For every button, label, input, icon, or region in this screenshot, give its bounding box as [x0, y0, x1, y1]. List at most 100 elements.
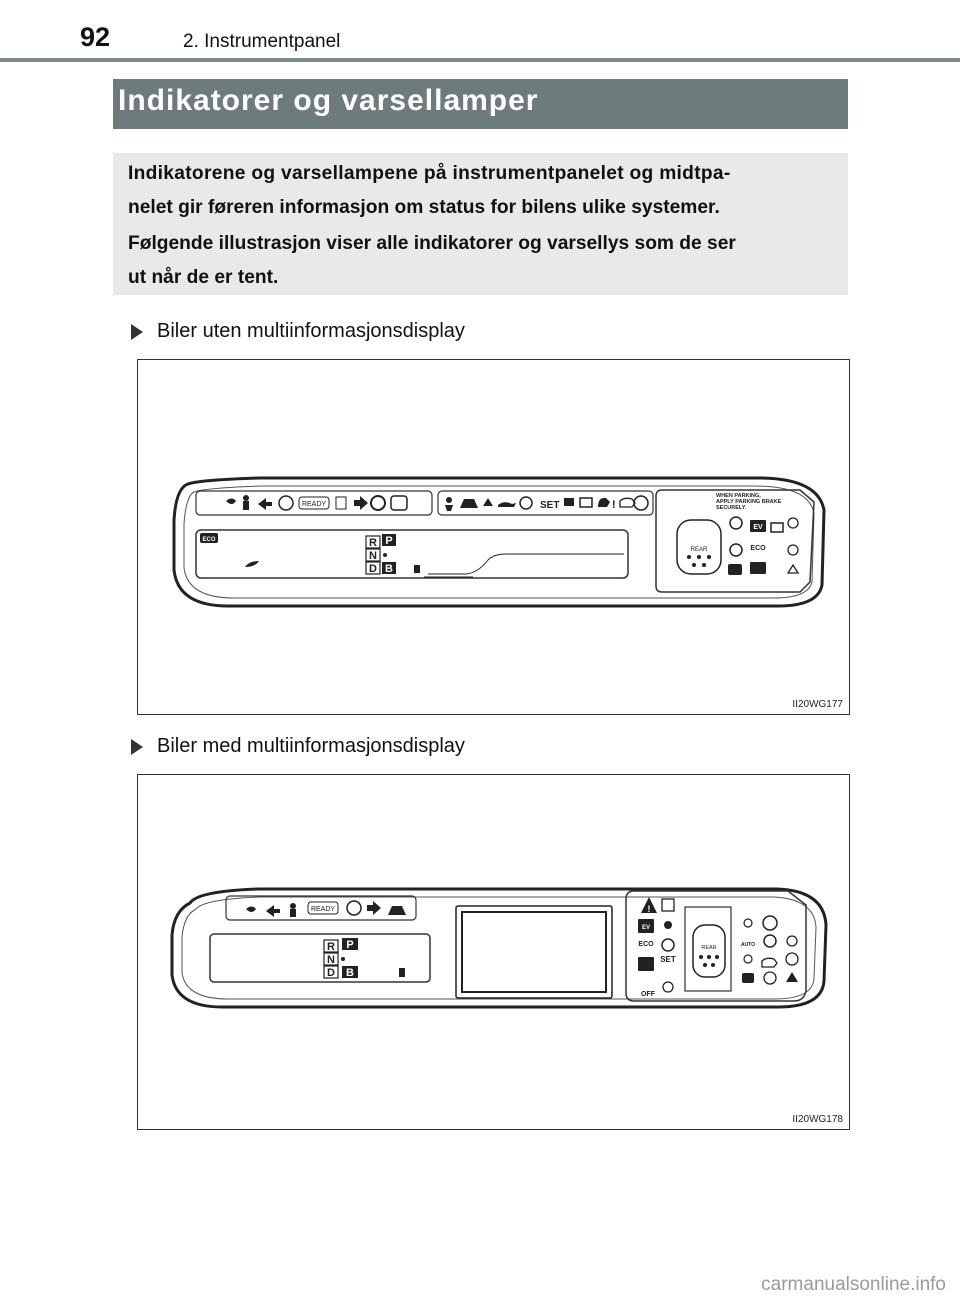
cruise-set-label: SET [660, 955, 676, 964]
auto-label: AUTO [741, 942, 755, 948]
gear-n-label: N [369, 550, 377, 562]
dash-inner-outline [183, 485, 815, 599]
top-indicator-icons: READY [246, 900, 406, 917]
svg-text:ECO: ECO [638, 941, 654, 948]
rear-seat-outline [692, 924, 726, 978]
rear-seat-outline [676, 519, 722, 575]
top-icon-strip [225, 895, 417, 921]
svg-text:!: ! [648, 904, 651, 914]
airbag-icon [446, 497, 452, 503]
bullet-triangle-icon [131, 323, 143, 340]
parking-warning-text: WHEN PARKING, [716, 493, 761, 499]
seatbelt-icon [243, 495, 249, 501]
oil-pressure-icon [498, 502, 516, 507]
gear-p-label: P [385, 535, 392, 547]
ready-indicator-label: READY [311, 906, 335, 913]
gear-r-label: R [369, 537, 377, 549]
eco-mode-label: ECO [750, 545, 766, 552]
temperature-icon [786, 972, 798, 982]
section-bar [113, 79, 848, 129]
headlight-icon [246, 906, 256, 912]
figure-2: READY R P N D B ! [137, 774, 850, 1130]
right-indicator-cluster [625, 890, 807, 1002]
fuel-level-icon [598, 497, 610, 507]
wiper-icon [786, 563, 800, 574]
lower-left-display [209, 933, 431, 983]
gear-selector: R P N D B [323, 938, 358, 979]
engine-icon [761, 957, 778, 968]
right-indicator-cluster [655, 489, 815, 593]
rear-label: REAR [691, 547, 708, 553]
intro-line-4: ut når de er tent. [128, 267, 279, 288]
rear-seat-dots [687, 555, 711, 567]
abs-icon [763, 934, 777, 948]
lower-left-display [195, 529, 629, 579]
intro-line-1: Indikatorene og varsellampene på instrum… [128, 163, 731, 184]
parking-brake-icon [785, 952, 799, 966]
figure-1-code: II20WG177 [792, 699, 843, 710]
svg-text:!: ! [612, 499, 616, 511]
header-rule [0, 58, 960, 62]
intro-line-2: nelet gir føreren informasjon om status … [128, 197, 720, 218]
turn-right-icon [367, 901, 381, 915]
chapter-title: 2. Instrumentpanel [183, 31, 341, 52]
off-label: OFF [641, 991, 656, 998]
gear-d-label: D [327, 967, 335, 979]
hi-beam-icon [743, 918, 753, 928]
fuel-pump-icon [399, 968, 405, 977]
cruise-icon [519, 496, 533, 510]
seatbelt-icon [290, 903, 296, 909]
battery-icon [579, 497, 593, 508]
fog-light-icon [786, 935, 798, 947]
security-icon [728, 564, 742, 575]
front-fog-icon [743, 954, 753, 964]
abs-icon [729, 543, 743, 557]
door-icon [661, 898, 675, 912]
middle-indicator-icons: SET ! [445, 495, 649, 511]
page-number: 92 [80, 22, 111, 52]
figure-2-caption: Biler med multiinformasjonsdisplay [131, 735, 465, 758]
middle-icon-strip [437, 490, 654, 516]
gear-r-label: R [327, 941, 335, 953]
pwr-mode-icon [750, 562, 766, 574]
figure-1: READY SET ! WHEN PARKING, APPLY PARKING … [137, 359, 850, 715]
tail-light-icon [787, 544, 799, 556]
fuel-pump-icon [414, 565, 420, 573]
ev-mode-icon [638, 919, 654, 933]
brake-warning-icon [346, 900, 362, 916]
multi-info-display [461, 911, 607, 993]
svg-text:EV: EV [642, 925, 650, 931]
cruise-icon [661, 938, 675, 952]
epb-icon [729, 516, 743, 530]
svg-text:APPLY PARKING BRAKE: APPLY PARKING BRAKE [716, 499, 782, 505]
right-cluster-icons: EV ECO [728, 516, 800, 575]
temperature-icon [483, 498, 493, 506]
airbag-icon [664, 921, 672, 929]
svg-text:SECURELY.: SECURELY. [716, 505, 747, 511]
figure-1-caption-text: Biler uten multiinformasjonsdisplay [157, 320, 465, 342]
master-warning-icon [633, 495, 649, 511]
park-assist-icon [390, 495, 408, 511]
fuel-gauge-line [428, 553, 624, 575]
rear-label: REAR [701, 945, 716, 951]
section-title: Indikatorer og varsellamper [118, 84, 539, 117]
eco-indicator-icon [200, 533, 218, 543]
gear-b-label: B [385, 563, 393, 575]
rear-seat-panel [684, 906, 732, 992]
figure-2-caption-text: Biler med multiinformasjonsdisplay [157, 735, 465, 757]
gear-d-label: D [369, 563, 377, 575]
gear-p-label: P [346, 939, 353, 951]
rear-seat-dots [699, 955, 719, 967]
headlight-icon [226, 498, 236, 504]
dash-outline [172, 476, 826, 608]
turn-left-icon [266, 905, 280, 917]
slip-icon [388, 906, 406, 915]
ready-indicator-label: READY [302, 501, 326, 508]
gear-b-label: B [346, 967, 354, 979]
fuel-icon [763, 971, 777, 985]
intro-box [113, 153, 848, 295]
intro-line-3: Følgende illustrasjon viser alle indikat… [128, 233, 736, 254]
figure-2-code: II20WG178 [792, 1114, 843, 1125]
gear-n-label: N [327, 954, 335, 966]
master-caution-icon [641, 897, 657, 913]
